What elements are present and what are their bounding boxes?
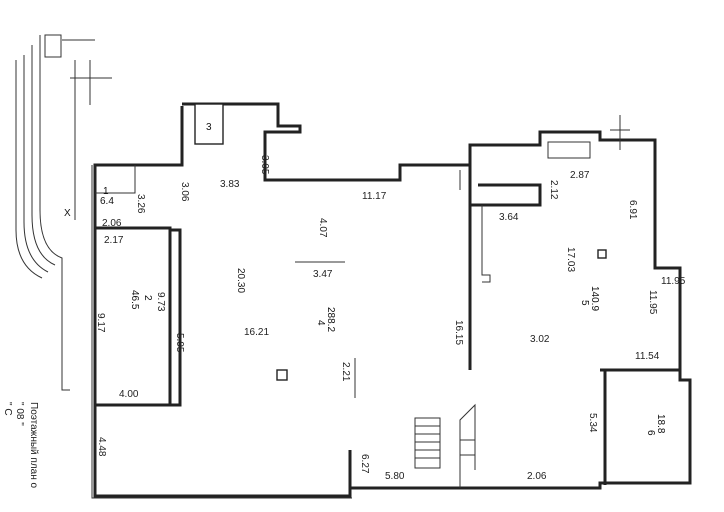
- column: [597, 249, 607, 259]
- dim-label: 9.17: [95, 313, 106, 333]
- dim-label: 16.21: [244, 327, 269, 338]
- dim-label: 4.07: [317, 218, 328, 238]
- room-5-area: 140.9: [589, 286, 600, 311]
- entrance-marker: X: [64, 208, 71, 219]
- dim-label: 6.91: [627, 200, 638, 220]
- dim-label: 3.83: [220, 179, 240, 190]
- dim-label: 3.26: [135, 194, 146, 214]
- dim-label: 20.30: [235, 268, 246, 293]
- dim-label: 2.06: [527, 471, 547, 482]
- room-3-number: 3: [206, 122, 212, 133]
- room-4-area: 288.2: [325, 307, 336, 332]
- room-1-number: 1: [103, 186, 109, 197]
- room-2-number: 2: [142, 295, 153, 301]
- dim-label: 4.48: [96, 437, 107, 457]
- dim-label: 3.05: [259, 155, 270, 175]
- dim-label: 2.17: [104, 235, 124, 246]
- dim-label: 2.21: [340, 362, 351, 382]
- column: [276, 369, 288, 381]
- entrance-ramp: [15, 34, 112, 391]
- room-4-number: 4: [315, 320, 326, 326]
- room-6-number: 6: [645, 430, 656, 436]
- dim-label: 3.02: [530, 334, 550, 345]
- dim-label: 6.27: [359, 454, 370, 474]
- dim-label: 17.03: [565, 247, 576, 272]
- side-title-line1: Поэтажный план о: [28, 402, 39, 489]
- dim-label: 11.17: [362, 191, 387, 202]
- dim-label: 5.80: [385, 471, 405, 482]
- dim-label: 2.12: [548, 180, 559, 200]
- dim-label: 3.06: [179, 182, 190, 202]
- dim-label: 11.95: [661, 276, 686, 287]
- side-title: Поэтажный план о " 08 " " С: [2, 402, 45, 512]
- partitions: [95, 103, 680, 496]
- dim-label: 16.15: [453, 320, 464, 345]
- staircase: [414, 403, 476, 488]
- room-5-number: 5: [579, 300, 590, 306]
- room-1-area: 6.4: [100, 196, 114, 207]
- side-title-line2: " 08 ": [14, 402, 25, 426]
- room-2-area: 46.5: [129, 290, 140, 310]
- room-6-area: 18.8: [655, 414, 666, 434]
- dim-label: 4.00: [119, 389, 139, 400]
- dim-label: 5.95: [174, 333, 185, 353]
- dim-label: 2.87: [570, 170, 590, 181]
- dim-label: 2.06: [102, 218, 122, 229]
- dim-label: 3.47: [313, 269, 333, 280]
- side-title-line3: " С: [2, 402, 13, 416]
- dim-label: 3.64: [499, 212, 519, 223]
- dim-label: 9.73: [155, 292, 166, 312]
- dim-label: 11.54: [635, 351, 660, 362]
- dim-label: 11.95: [647, 290, 658, 315]
- dim-label: 5.34: [587, 413, 598, 433]
